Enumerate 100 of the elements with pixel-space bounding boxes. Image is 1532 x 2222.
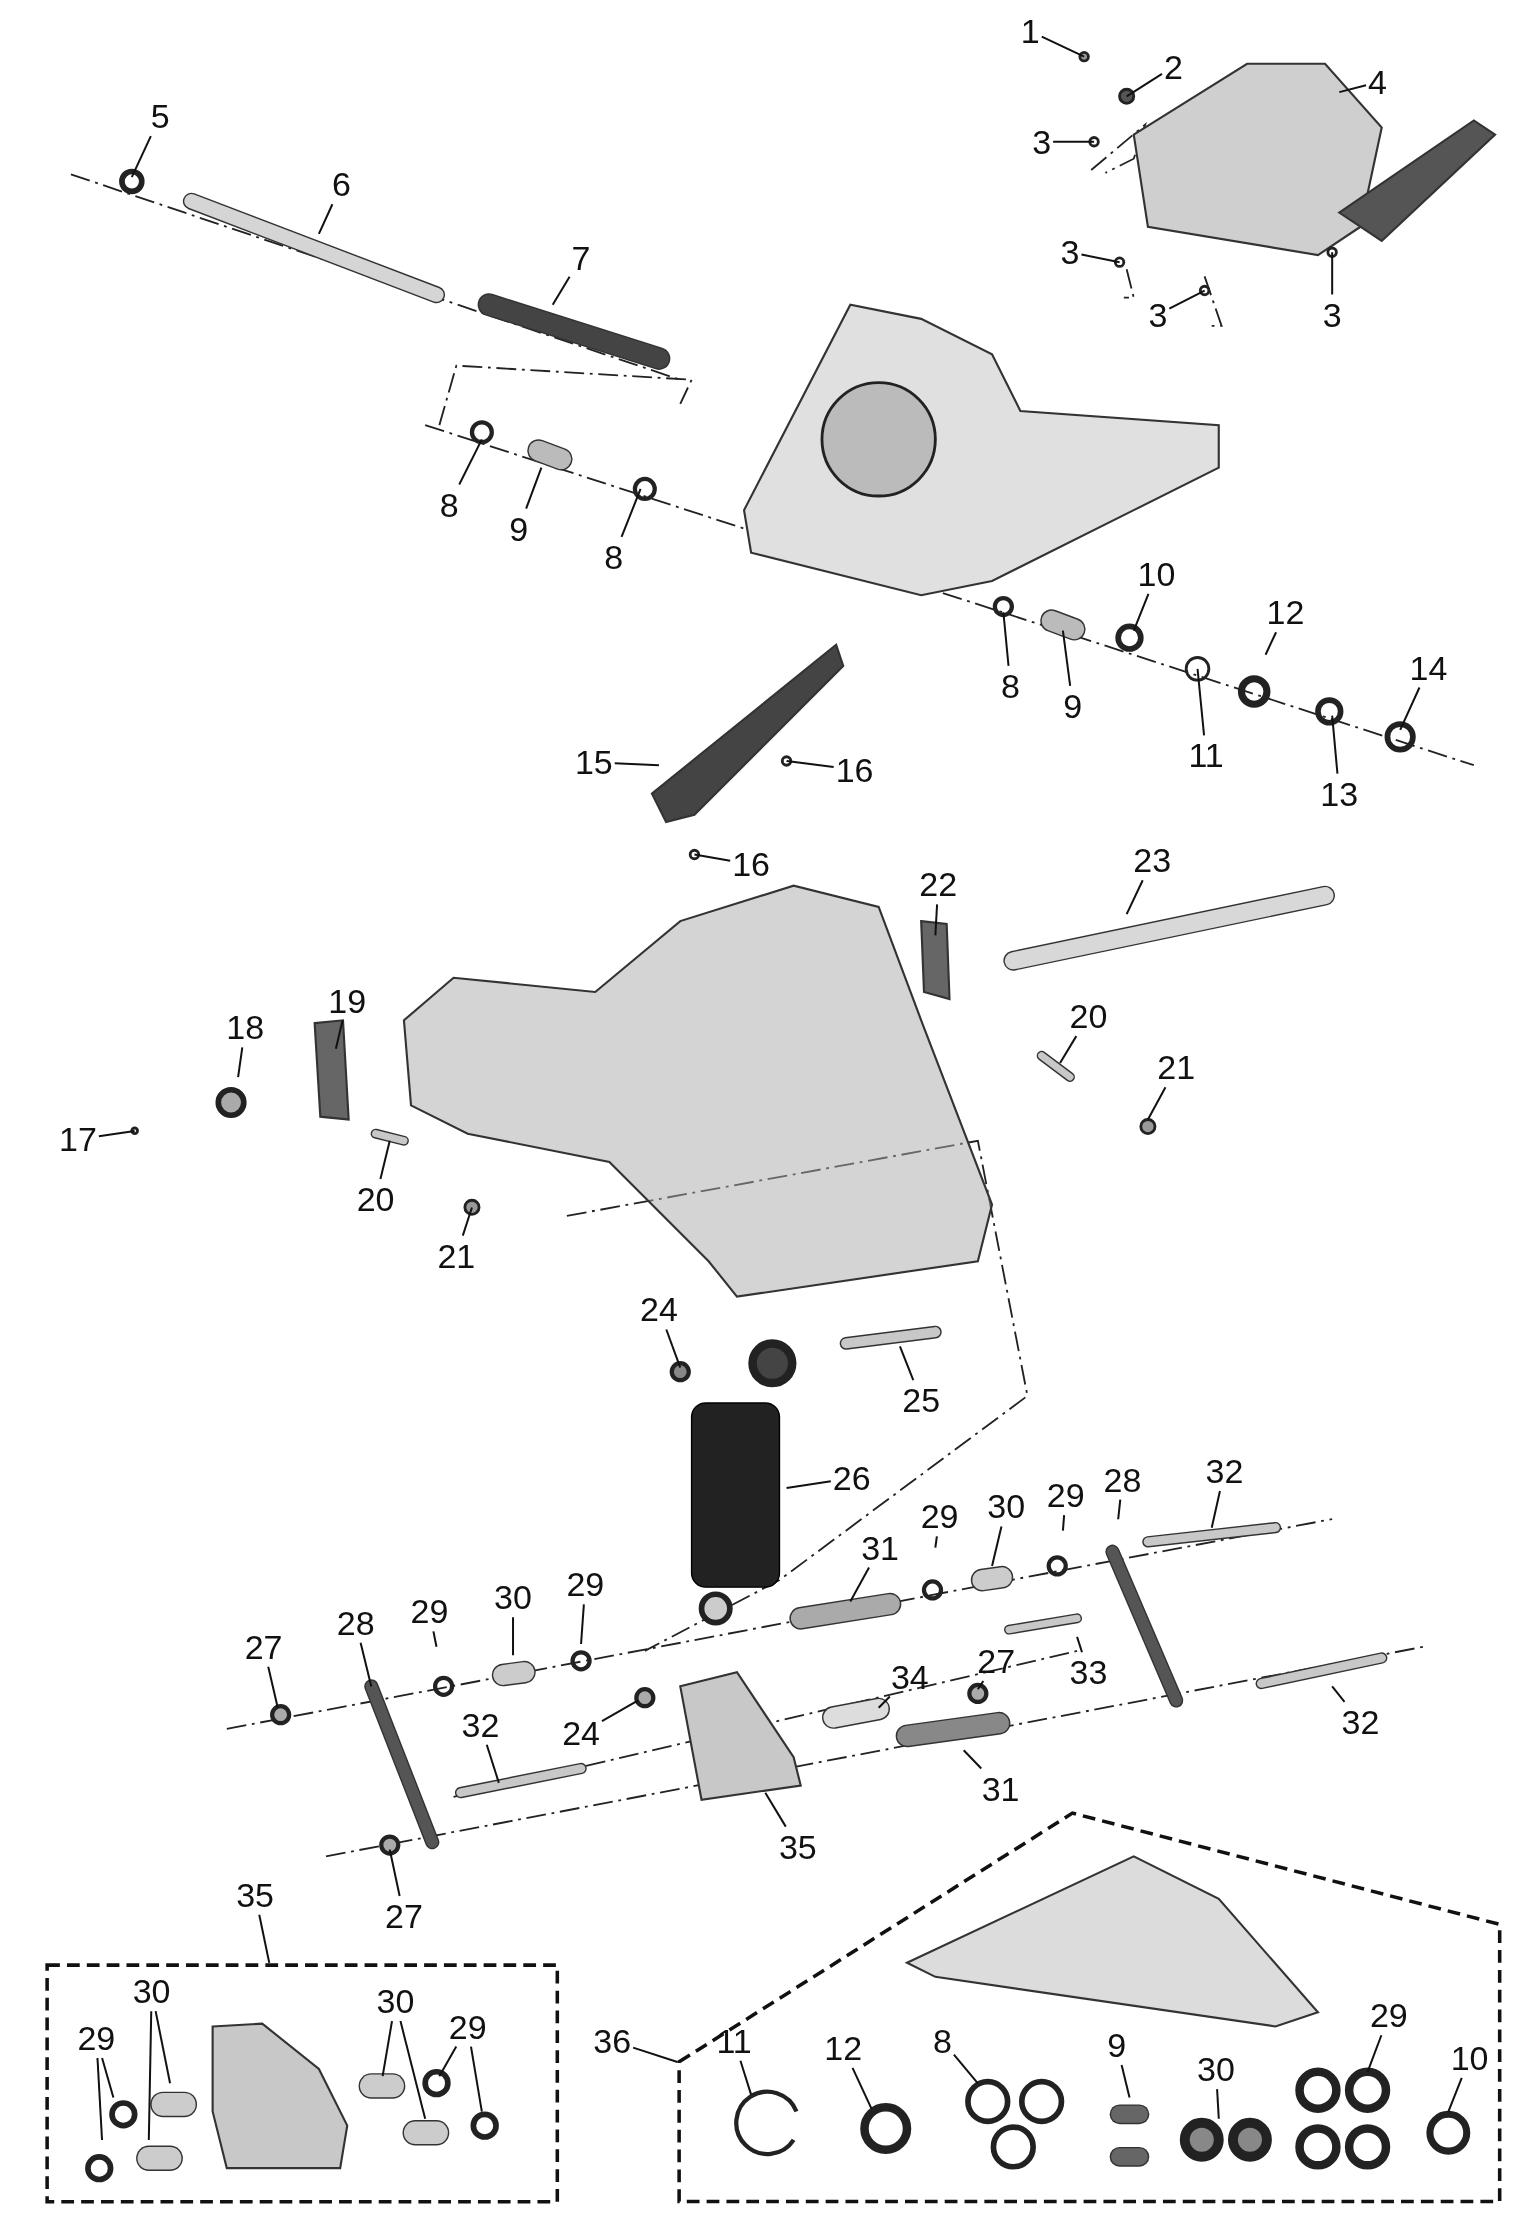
leader-line: [785, 1480, 832, 1490]
callout-number: 32: [1205, 1453, 1244, 1490]
callout-number: 29: [566, 1566, 605, 1603]
leader-line: [665, 1328, 682, 1369]
callout-number: 29: [920, 1498, 959, 1535]
callout-number: 21: [437, 1237, 476, 1274]
leader-line: [147, 2010, 153, 2141]
leader-line: [458, 438, 483, 486]
callout-number: 3: [1148, 296, 1168, 333]
leader-line: [551, 275, 571, 306]
callout-number: 28: [336, 1604, 375, 1641]
callout-number: 9: [509, 510, 529, 547]
callout-number: 12: [1266, 594, 1305, 631]
leader-line: [991, 1525, 1003, 1567]
callout-number: 33: [1069, 1654, 1108, 1691]
callout-number: 14: [1409, 649, 1448, 686]
leader-line: [1216, 2088, 1220, 2120]
callout-number: 29: [77, 2019, 116, 2056]
leader-line: [1168, 289, 1206, 310]
callout-number: 2: [1164, 48, 1183, 85]
callout-number: 28: [1103, 1461, 1142, 1498]
leader-line: [849, 1566, 871, 1603]
callout-number: 27: [977, 1642, 1016, 1679]
callout-number: 32: [1341, 1703, 1380, 1740]
leader-line: [485, 1743, 500, 1784]
leader-line: [1040, 35, 1086, 58]
callout-number: 20: [356, 1180, 395, 1217]
callout-number: 25: [902, 1382, 941, 1419]
callout-number: 17: [59, 1121, 97, 1158]
leader-line: [1080, 253, 1121, 264]
callout-number: 11: [1188, 737, 1224, 774]
leader-line: [381, 2020, 393, 2078]
leader-line: [1447, 2076, 1463, 2113]
leader-line: [96, 2056, 104, 2141]
leader-line: [1061, 1514, 1066, 1532]
leader-line: [154, 2010, 172, 2085]
callout-number: 22: [919, 866, 958, 903]
leader-line: [512, 1616, 515, 1657]
callout-number: 8: [604, 538, 624, 575]
callout-number: 19: [328, 982, 367, 1019]
leader-line: [525, 466, 543, 510]
leader-line: [693, 853, 732, 862]
leader-line: [438, 2045, 458, 2078]
callout-number: 1: [1020, 13, 1040, 50]
leader-line: [1061, 629, 1072, 687]
callout-number: 26: [832, 1460, 871, 1497]
callout-number: 20: [1069, 998, 1108, 1035]
leader-line: [1210, 1490, 1221, 1529]
callout-number: 24: [640, 1291, 678, 1328]
leader-line: [1196, 667, 1206, 737]
callout-number: 3: [1060, 234, 1080, 271]
leader-line: [620, 487, 642, 538]
leader-line: [101, 2056, 115, 2099]
leader-line: [432, 1630, 438, 1648]
leader-line: [613, 762, 660, 767]
callout-number: 3: [1322, 296, 1342, 333]
leader-line: [461, 1206, 473, 1237]
callout-number: 10: [1137, 555, 1176, 592]
leader-line: [632, 2046, 679, 2064]
callout-number: 27: [385, 1898, 423, 1935]
callout-number: 6: [332, 166, 351, 203]
callout-number: 8: [1001, 667, 1020, 704]
leader-line: [580, 1603, 585, 1645]
callout-number: 31: [861, 1529, 899, 1566]
callout-number: 11: [716, 2022, 752, 2059]
leader-line: [934, 903, 939, 937]
callout-number: 31: [981, 1770, 1020, 1807]
callout-number: 30: [376, 1983, 415, 2020]
leader-line: [1331, 1685, 1346, 1703]
leader-line: [97, 1129, 136, 1138]
leader-line: [962, 1749, 983, 1770]
callout-number: 30: [494, 1579, 532, 1616]
callout-number: 7: [571, 239, 591, 276]
leader-line: [1059, 1035, 1078, 1064]
leader-line: [388, 1848, 401, 1898]
leader-line: [1264, 631, 1278, 656]
leader-line: [1331, 251, 1334, 296]
leader-line: [1132, 592, 1150, 632]
callout-number: 35: [236, 1876, 274, 1913]
leader-line: [317, 203, 334, 235]
callout-number: 29: [1369, 1997, 1408, 2034]
leader-line: [1146, 1086, 1167, 1121]
leader-line: [851, 2066, 873, 2110]
leader-line: [1399, 686, 1421, 731]
leader-line: [898, 1345, 915, 1382]
leader-line: [739, 2059, 753, 2096]
leader-line: [130, 135, 152, 179]
callout-number: 13: [1320, 775, 1359, 812]
callout-number: 3: [1032, 123, 1052, 160]
leader-line: [877, 1695, 891, 1709]
callout-number: 10: [1450, 2039, 1489, 2076]
callout-number: 23: [1133, 842, 1172, 879]
callout-number: 21: [1157, 1049, 1196, 1086]
leader-line: [1120, 2064, 1131, 2099]
leader-line: [785, 760, 835, 768]
callout-number: 27: [244, 1628, 283, 1665]
callout-number: 30: [1197, 2051, 1235, 2088]
callout-number: 30: [987, 1488, 1026, 1525]
leader-line: [334, 1019, 344, 1050]
leader-line: [399, 2020, 427, 2120]
